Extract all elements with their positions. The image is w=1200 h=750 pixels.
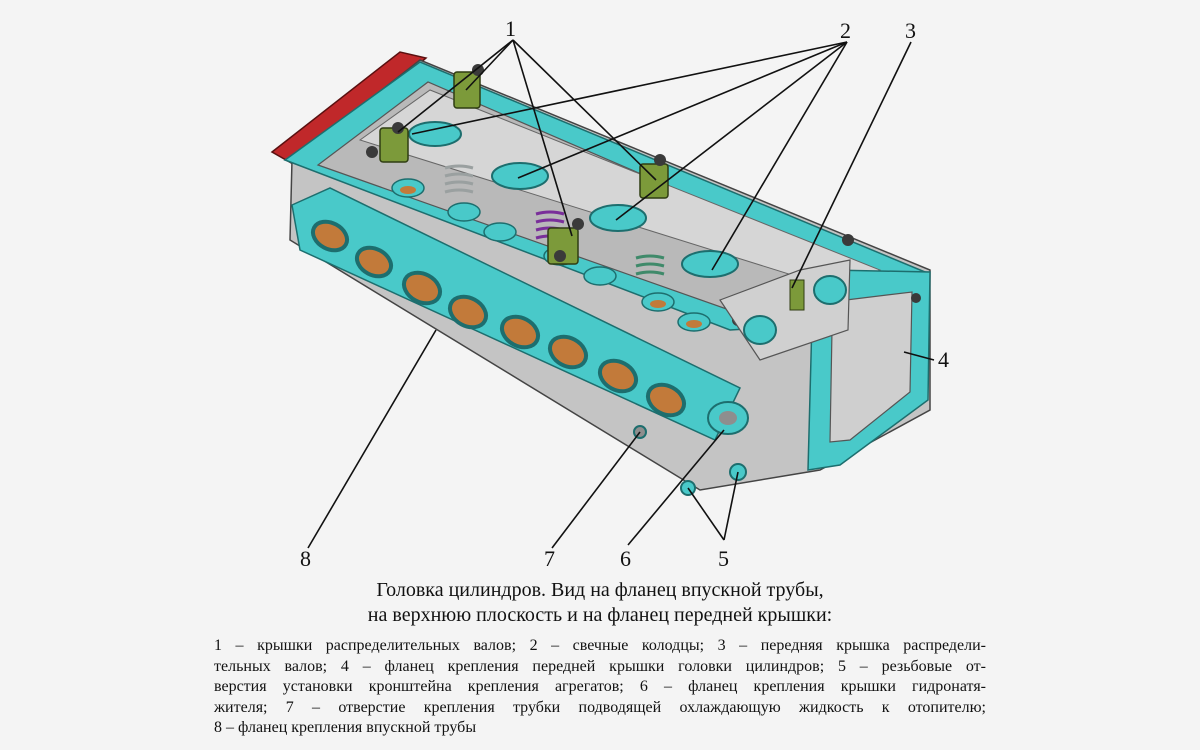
callout-8: 8 bbox=[300, 546, 311, 571]
legend-line-5: 8 – фланец крепления впускной трубы bbox=[214, 719, 477, 736]
figure-legend: 1 – крышки распределительных валов; 2 – … bbox=[214, 636, 986, 739]
front-camshaft-cover bbox=[719, 259, 851, 361]
cylinder-head-illustration: 1 2 3 4 5 6 7 8 bbox=[270, 16, 949, 571]
callout-6: 6 bbox=[620, 546, 631, 571]
legend-line-2: тельных валов; 4 – фланец крепления пере… bbox=[214, 657, 986, 675]
intake-ports bbox=[310, 219, 687, 418]
callout-2: 2 bbox=[840, 18, 851, 43]
caption-line-2: на верхнюю плоскость и на фланец передне… bbox=[367, 604, 833, 626]
caption-line-1: Головка цилиндров. Вид на фланец впускно… bbox=[376, 579, 824, 601]
callout-3: 3 bbox=[905, 18, 916, 43]
legend-line-3: верстия установки кронштейна крепления а… bbox=[214, 678, 986, 695]
legend-line-1: 1 – крышки распределительных валов; 2 – … bbox=[214, 637, 986, 654]
tensioner-flange bbox=[707, 401, 749, 435]
legend-line-4: жителя; 7 – отверстие крепления трубки п… bbox=[214, 698, 986, 716]
leader-lines bbox=[307, 39, 935, 549]
valve-springs bbox=[444, 164, 665, 276]
figure-caption: Головка цилиндров. Вид на фланец впускно… bbox=[0, 578, 1200, 628]
callout-1: 1 bbox=[505, 16, 516, 41]
callout-7: 7 bbox=[544, 546, 555, 571]
callout-4: 4 bbox=[938, 347, 949, 372]
callout-5: 5 bbox=[718, 546, 729, 571]
